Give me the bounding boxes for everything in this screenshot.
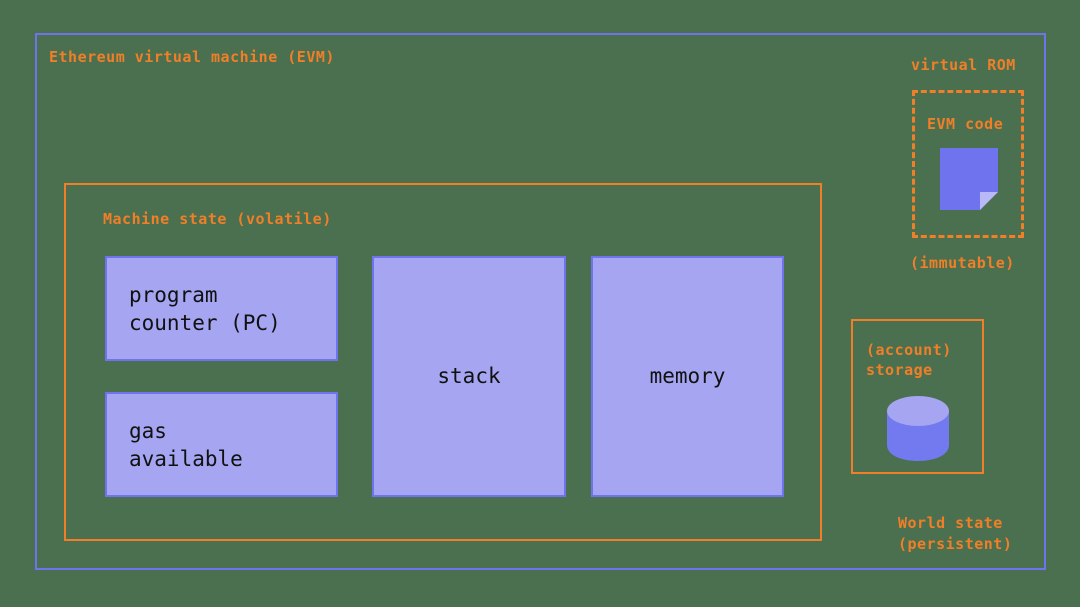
machine-state-container xyxy=(64,183,822,541)
account-storage-label: (account) storage xyxy=(866,341,952,380)
evm-code-label: EVM code xyxy=(927,115,1004,133)
stack-box: stack xyxy=(372,256,566,497)
memory-box: memory xyxy=(591,256,784,497)
gas-available-box: gas available xyxy=(105,392,338,497)
virtual-rom-title: virtual ROM xyxy=(911,56,1016,74)
account-storage-container xyxy=(851,319,984,474)
document-icon xyxy=(940,148,998,210)
virtual-rom-container xyxy=(912,90,1024,238)
evm-title: Ethereum virtual machine (EVM) xyxy=(49,48,335,66)
program-counter-box: program counter (PC) xyxy=(105,256,338,361)
database-icon xyxy=(885,393,951,463)
world-state-label: World state (persistent) xyxy=(898,514,1013,553)
machine-state-title: Machine state (volatile) xyxy=(103,210,332,228)
immutable-label: (immutable) xyxy=(910,254,1015,272)
evm-container xyxy=(35,33,1046,570)
